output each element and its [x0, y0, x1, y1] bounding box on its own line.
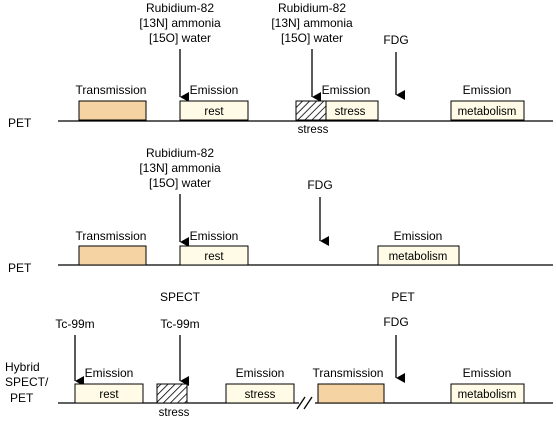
row-3-hybrid: Hybrid SPECT/ PET SPECT PET Tc-99m Tc-99… [5, 290, 553, 419]
row-2-emission-label-1: Emission [190, 229, 239, 243]
row-3-break-mark-1 [296, 396, 306, 410]
row-2-rest-label: rest [204, 251, 224, 263]
row-2-tracer-rb82: Rubidium-82 [146, 146, 214, 160]
row-3-break-mark-2 [303, 396, 313, 410]
row-3-tracer-tc99m-2: Tc-99m [160, 317, 199, 331]
row-1-tracer-1-water: [15O] water [149, 31, 211, 45]
row-3-tracer-fdg: FDG [383, 315, 408, 329]
row-3-emission-label-3: Emission [463, 366, 512, 380]
row-1-emission-label-2: Emission [322, 83, 371, 97]
row-1-stress-box [325, 100, 379, 121]
row-1-rest-label: rest [204, 106, 224, 118]
row-3-spect-label: SPECT [160, 290, 201, 304]
row-3-modality-line-2: SPECT/ [5, 375, 49, 389]
row-2-tracer-ammonia: [13N] ammonia [139, 161, 221, 175]
row-1-stress-hatch [295, 100, 327, 121]
row-3-modality-line-3: PET [10, 391, 34, 405]
row-2-metabolism-box [377, 245, 460, 266]
row-1-tracer-2-rb82: Rubidium-82 [278, 1, 346, 15]
row-2-transmission-label: Transmission [76, 229, 147, 243]
row-1-tracer-2-ammonia: [13N] ammonia [271, 16, 353, 30]
row-3-stress-under-label: stress [159, 407, 190, 419]
row-2-metabolism-label: metabolism [389, 251, 448, 263]
row-1-modality-label: PET [8, 116, 32, 130]
row-3-rest-label: rest [99, 389, 119, 401]
row-3-emission-label-1: Emission [85, 366, 134, 380]
row-2-emission-label-2: Emission [394, 229, 443, 243]
row-1-tracer-2-water: [15O] water [281, 31, 343, 45]
row-2-rest-box [179, 245, 249, 266]
row-3-metabolism-box [450, 383, 525, 404]
row-1-tracer-1-rb82: Rubidium-82 [146, 1, 214, 15]
row-1-tracer-1-ammonia: [13N] ammonia [139, 16, 221, 30]
row-3-metabolism-label: metabolism [458, 389, 517, 401]
row-2-pet: PET Rubidium-82 [13N] ammonia [15O] wate… [8, 146, 553, 275]
row-1-transmission-label: Transmission [76, 83, 147, 97]
row-1-rest-box [179, 100, 249, 121]
row-3-stress-hatch [156, 383, 188, 404]
row-2-transmission-box [78, 245, 147, 266]
row-1-stress-label: stress [335, 106, 366, 118]
row-1-pet: PET Rubidium-82 [13N] ammonia [15O] wate… [8, 1, 553, 136]
row-3-tracer-tc99m-1: Tc-99m [55, 317, 94, 331]
row-2-modality-label: PET [8, 261, 32, 275]
row-1-tracer-fdg: FDG [383, 33, 408, 47]
row-3-modality-line-1: Hybrid [5, 360, 40, 374]
row-1-stress-under-label: stress [298, 124, 329, 136]
row-3-transmission-label: Transmission [313, 366, 384, 380]
row-1-emission-label-3: Emission [463, 83, 512, 97]
row-2-tracer-water: [15O] water [149, 176, 211, 190]
row-3-stress-label: stress [245, 389, 276, 401]
row-3-emission-label-2: Emission [236, 366, 285, 380]
row-1-transmission-box [78, 100, 147, 121]
row-1-metabolism-label: metabolism [458, 106, 517, 118]
row-3-rest-box [74, 383, 144, 404]
row-3-stress-box [225, 383, 295, 404]
row-1-metabolism-box [450, 100, 525, 121]
row-2-tracer-fdg: FDG [307, 178, 332, 192]
row-3-pet-label: PET [391, 290, 415, 304]
row-1-emission-label-1: Emission [190, 83, 239, 97]
row-3-transmission-box [317, 383, 385, 404]
